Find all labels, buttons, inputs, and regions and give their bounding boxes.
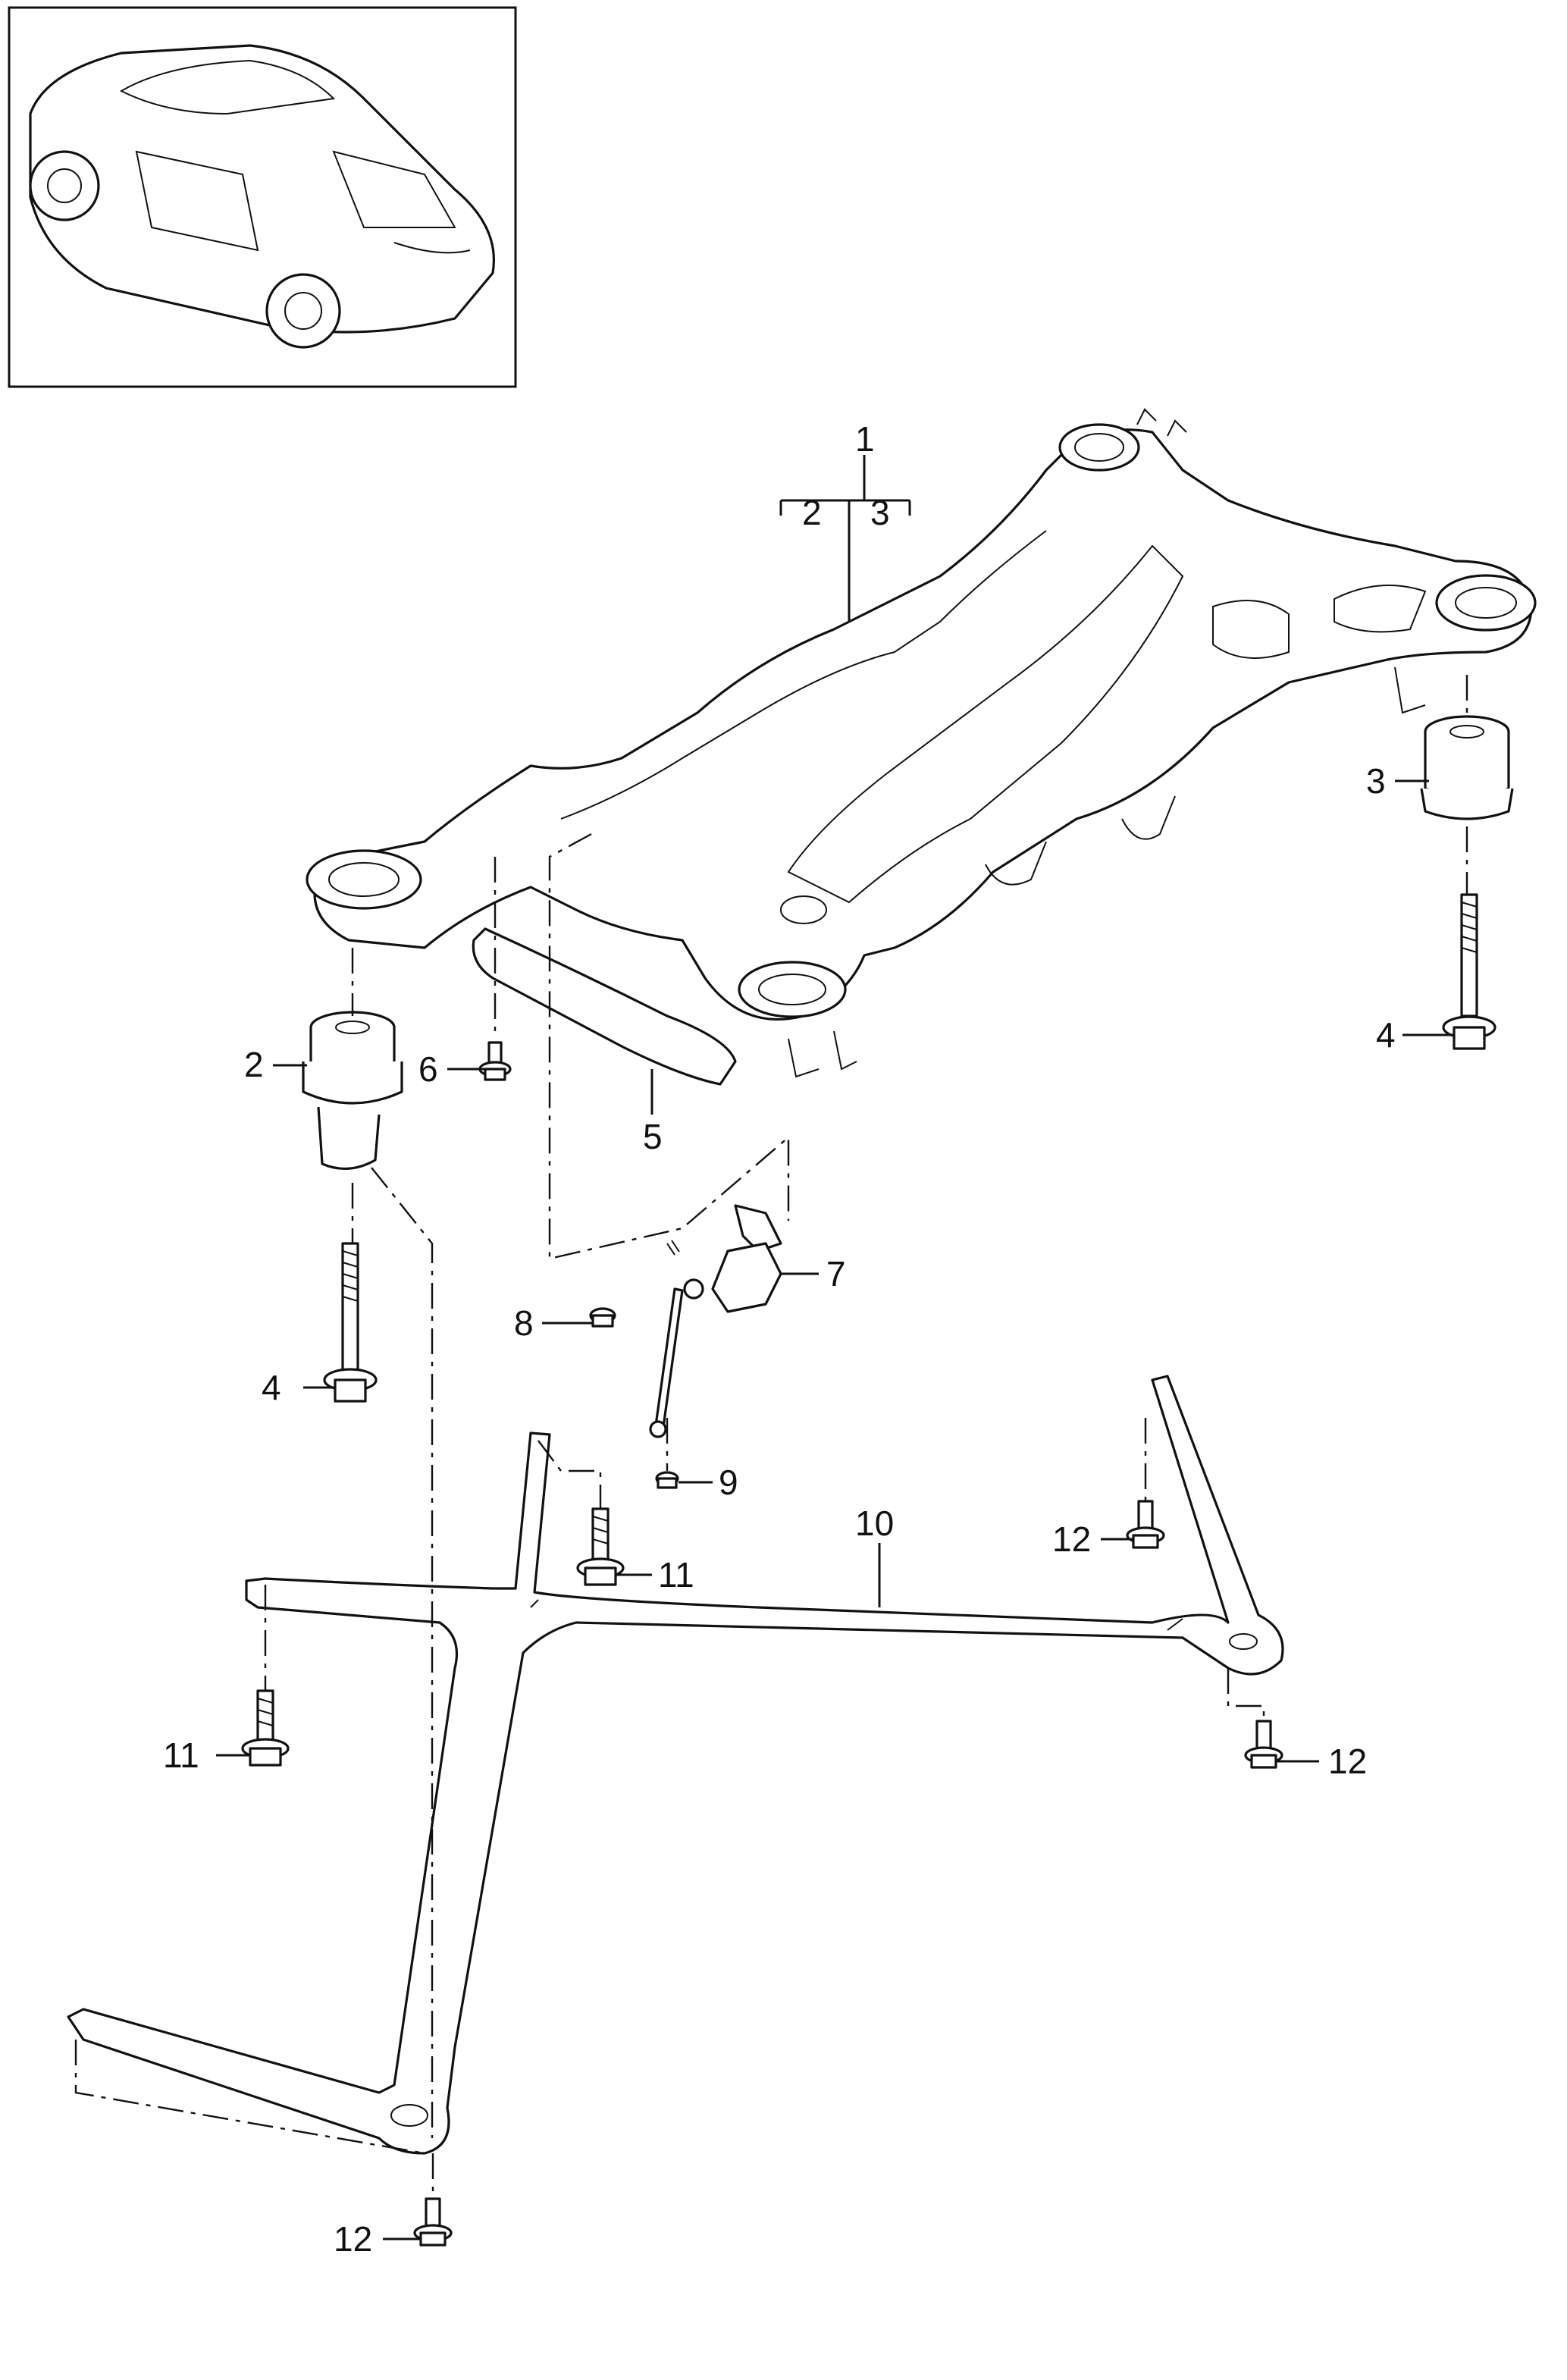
assembly-lines [74,675,1468,2199]
vehicle-thumbnail [8,6,517,388]
callout-labels: 1 2 3 3 4 2 6 5 7 8 4 9 10 12 11 11 12 1… [163,419,1396,2259]
leader-lines [216,455,1454,2240]
callout-1-3: 3 [870,493,890,532]
bolt-right [1442,893,1496,1050]
rear-axle-subframe [306,408,1537,1078]
bolt-11-upper [576,1507,625,1586]
callout-12-upper: 12 [1052,1519,1091,1559]
callout-11-lower: 11 [163,1736,199,1775]
callout-12-lower: 12 [334,2219,372,2259]
bushing-left [302,1011,403,1171]
callout-1: 1 [855,419,875,459]
callout-4-left: 4 [262,1368,281,1407]
bolt-11-lower [241,1689,290,1767]
callout-6: 6 [418,1049,438,1089]
callout-9: 9 [719,1463,738,1502]
bolt-12-lower [413,2197,453,2247]
bushing-right [1420,715,1514,820]
bolt-left [323,1242,378,1403]
callout-11-upper: 11 [658,1555,694,1595]
nut-9 [655,1471,679,1489]
callout-8: 8 [514,1303,534,1343]
callout-1-2: 2 [802,493,822,532]
bolt-12-right [1244,1720,1283,1769]
callout-3: 3 [1366,761,1386,801]
callout-5: 5 [643,1117,663,1156]
brace-plate [472,927,737,1086]
callout-4-right: 4 [1376,1015,1396,1055]
callout-12-right: 12 [1328,1742,1367,1781]
callout-10: 10 [855,1504,894,1543]
level-sensor [649,1204,782,1438]
bolt-6 [478,1041,512,1081]
callout-2: 2 [244,1045,264,1084]
callout-7: 7 [826,1254,846,1293]
bolt-12-upper [1126,1500,1165,1549]
bolt-8 [589,1307,616,1328]
